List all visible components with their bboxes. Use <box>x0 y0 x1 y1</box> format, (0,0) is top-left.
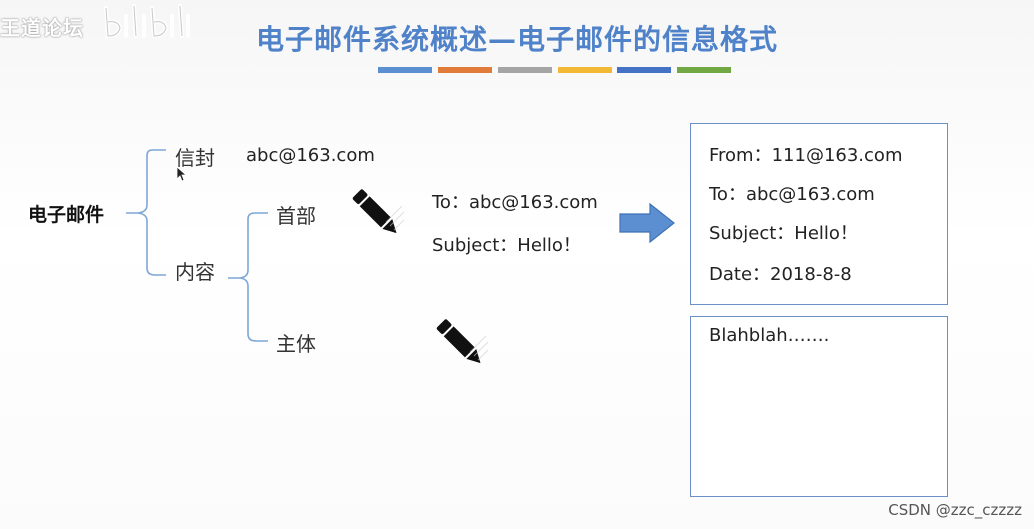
header-to-field: To：abc@163.com <box>432 192 598 213</box>
root-bracket <box>126 149 166 276</box>
tree-content-label: 内容 <box>175 260 215 284</box>
arrow-right-icon <box>619 202 675 244</box>
tree-header-label: 首部 <box>276 204 316 228</box>
content-bracket <box>228 212 268 342</box>
tree-body-label: 主体 <box>276 332 316 356</box>
title-stripe-6 <box>677 67 731 73</box>
title-stripe-4 <box>558 67 612 73</box>
title-stripe-3 <box>498 67 552 73</box>
mail-body-text: Blahblah……. <box>709 325 830 346</box>
tree-root-label: 电子邮件 <box>28 204 105 226</box>
cursor-icon <box>176 166 188 182</box>
title-stripe-2 <box>438 67 492 73</box>
tree-envelope-label: 信封 <box>175 146 215 170</box>
title-stripe-5 <box>617 67 671 73</box>
pencil-icon <box>352 189 405 234</box>
bilibili-logo-icon <box>104 4 190 39</box>
mail-subject-line: Subject：Hello！ <box>709 223 858 244</box>
mail-header-box: From：111@163.com To：abc@163.com Subject：… <box>690 123 948 305</box>
mail-from-line: From：111@163.com <box>709 145 903 166</box>
title-stripe-1 <box>378 67 432 73</box>
pencil-icon <box>436 319 489 364</box>
footer-credit: CSDN @zzc_czzzz <box>888 501 1022 519</box>
envelope-address: abc@163.com <box>246 145 375 166</box>
mail-date-line: Date：2018-8-8 <box>709 264 852 285</box>
watermark-text: 王道论坛 <box>0 16 84 40</box>
header-subject-field: Subject：Hello！ <box>432 235 581 256</box>
slide-title: 电子邮件系统概述—电子邮件的信息格式 <box>255 23 778 56</box>
mail-to-line: To：abc@163.com <box>709 184 875 205</box>
mail-body-box: Blahblah……. <box>690 316 948 497</box>
